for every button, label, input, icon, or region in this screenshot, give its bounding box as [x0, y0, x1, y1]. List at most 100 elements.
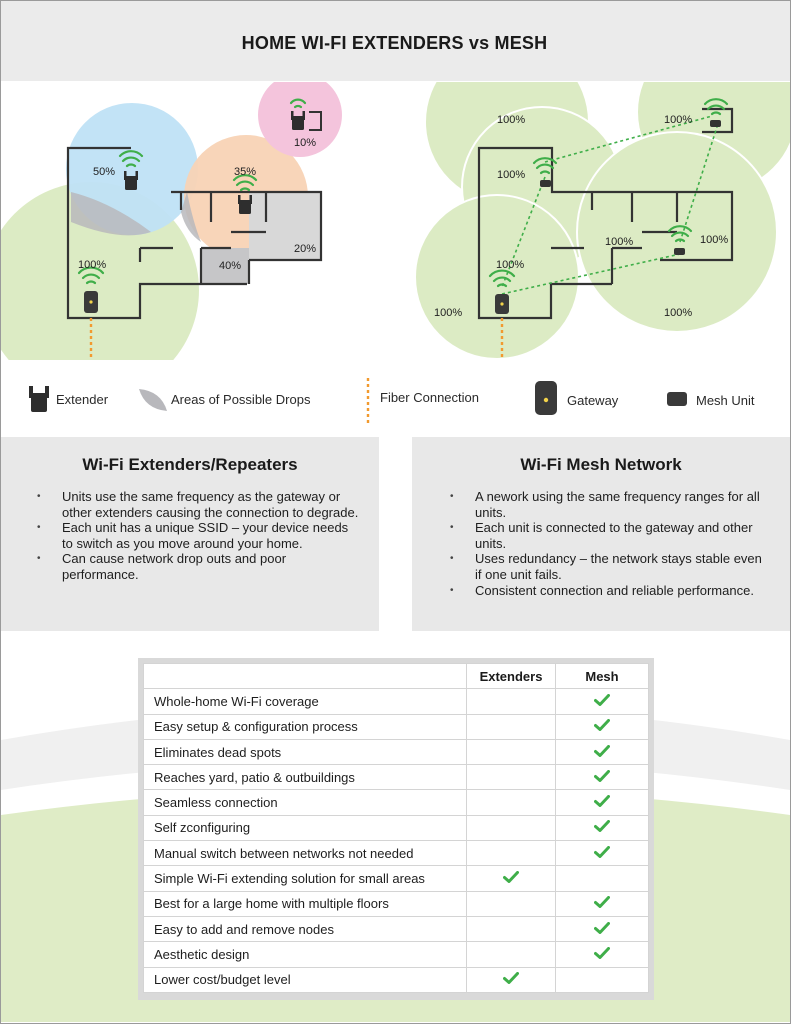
wifi-signal-icon — [488, 269, 516, 288]
mesh-cell — [555, 941, 649, 968]
checkmark-icon — [594, 769, 610, 782]
checkmark-icon — [594, 946, 610, 959]
comparison-table-frame: Extenders Mesh Whole-home Wi-Fi coverage… — [138, 658, 654, 1000]
extenders-cell — [466, 966, 556, 993]
feature-column-header — [143, 662, 467, 690]
legend-drops-label: Areas of Possible Drops — [171, 392, 311, 407]
mesh-heading: Wi-Fi Mesh Network — [520, 455, 682, 474]
bullet-item: Each unit is connected to the gateway an… — [442, 520, 770, 551]
legend: Extender Areas of Possible Drops Fiber C… — [0, 370, 791, 432]
drop-area-legend-icon — [139, 389, 167, 411]
mesh-cell — [555, 840, 649, 867]
extenders-cell — [466, 941, 556, 968]
drop-zone-4 — [249, 192, 321, 260]
coverage-label: 10% — [294, 137, 316, 149]
mesh-cell — [555, 890, 649, 917]
checkmark-icon — [503, 972, 519, 985]
feature-cell: Manual switch between networks not neede… — [143, 840, 467, 867]
bullet-item: A nework using the same frequency ranges… — [442, 489, 770, 520]
bullet-item: Consistent connection and reliable perfo… — [442, 583, 770, 599]
extender-legend-icon — [29, 386, 49, 412]
mesh-cell — [555, 915, 649, 943]
extenders-cell — [466, 915, 556, 943]
mesh-cell — [555, 865, 649, 892]
feature-cell: Whole-home Wi-Fi coverage — [143, 688, 467, 715]
wifi-signal-icon — [289, 98, 307, 109]
extender-device-icon — [238, 195, 252, 214]
fiber-legend-icon — [366, 378, 370, 424]
wifi-signal-icon — [703, 98, 729, 116]
feature-cell: Self zconfiguring — [143, 814, 467, 842]
extenders-cell — [466, 713, 556, 740]
coverage-label: 100% — [497, 169, 525, 181]
coverage-label: 50% — [93, 166, 115, 178]
table-row: Easy setup & configuration process — [143, 713, 649, 740]
coverage-label: 100% — [496, 259, 524, 271]
table-row: Simple Wi-Fi extending solution for smal… — [143, 865, 649, 892]
mesh-unit-icon — [540, 180, 551, 187]
mesh-cell — [555, 764, 649, 791]
extenders-column-header: Extenders — [466, 662, 556, 690]
feature-cell: Easy setup & configuration process — [143, 713, 467, 740]
coverage-label: 100% — [78, 259, 106, 271]
table-header-row: Extenders Mesh — [143, 662, 649, 690]
bullet-item: Units use the same frequency as the gate… — [29, 489, 359, 520]
extenders-cell — [466, 814, 556, 842]
table-row: Best for a large home with multiple floo… — [143, 890, 649, 917]
mesh-column-header: Mesh — [555, 662, 649, 690]
coverage-zone-mesh — [414, 194, 580, 360]
gateway-device-icon — [84, 291, 98, 313]
feature-cell: Best for a large home with multiple floo… — [143, 890, 467, 917]
mesh-cell — [555, 688, 649, 715]
feature-cell: Lower cost/budget level — [143, 966, 467, 993]
checkmark-icon — [594, 744, 610, 757]
comparison-table: Extenders Mesh Whole-home Wi-Fi coverage… — [143, 662, 649, 993]
feature-cell: Easy to add and remove nodes — [143, 915, 467, 943]
drop-zone-1 — [71, 192, 151, 236]
checkmark-icon — [594, 693, 610, 706]
legend-mesh-unit-label: Mesh Unit — [696, 393, 755, 408]
feature-cell: Simple Wi-Fi extending solution for smal… — [143, 865, 467, 892]
mesh-cell — [555, 713, 649, 740]
coverage-label: 100% — [605, 236, 633, 248]
wifi-signal-icon — [232, 174, 258, 192]
feature-cell: Eliminates dead spots — [143, 738, 467, 766]
mesh-cell — [555, 738, 649, 766]
gateway-device-icon — [495, 294, 509, 314]
coverage-label: 100% — [664, 307, 692, 319]
title-band — [1, 1, 790, 81]
feature-cell: Reaches yard, patio & outbuildings — [143, 764, 467, 791]
drop-zone-2 — [181, 192, 201, 242]
extenders-cell — [466, 738, 556, 766]
table-row: Whole-home Wi-Fi coverage — [143, 688, 649, 715]
coverage-label: 100% — [497, 114, 525, 126]
wifi-signal-icon — [667, 225, 693, 243]
checkmark-icon — [594, 795, 610, 808]
legend-gateway-label: Gateway — [567, 393, 619, 408]
coverage-label: 35% — [234, 166, 256, 178]
table-row: Eliminates dead spots — [143, 738, 649, 766]
checkmark-icon — [594, 896, 610, 909]
legend-extender-label: Extender — [56, 392, 109, 407]
checkmark-icon — [503, 871, 519, 884]
page-title: HOME WI-FI EXTENDERS vs MESH — [241, 33, 548, 53]
mesh-unit-icon — [710, 120, 721, 127]
extenders-bullets: Units use the same frequency as the gate… — [29, 489, 359, 583]
feature-cell: Seamless connection — [143, 789, 467, 816]
extenders-cell — [466, 840, 556, 867]
legend-fiber-label: Fiber Connection — [380, 390, 479, 405]
table-row: Easy to add and remove nodes — [143, 915, 649, 943]
coverage-label: 100% — [700, 234, 728, 246]
table-row: Manual switch between networks not neede… — [143, 840, 649, 867]
coverage-label: 40% — [219, 260, 241, 272]
wifi-signal-icon — [77, 266, 105, 285]
mesh-cell — [555, 789, 649, 816]
coverage-label: 100% — [434, 307, 462, 319]
coverage-label: 100% — [664, 114, 692, 126]
extenders-heading: Wi-Fi Extenders/Repeaters — [82, 455, 298, 474]
table-row: Seamless connection — [143, 789, 649, 816]
mesh-cell — [555, 814, 649, 842]
mesh-bullets: A nework using the same frequency ranges… — [442, 489, 770, 598]
coverage-label: 20% — [294, 243, 316, 255]
